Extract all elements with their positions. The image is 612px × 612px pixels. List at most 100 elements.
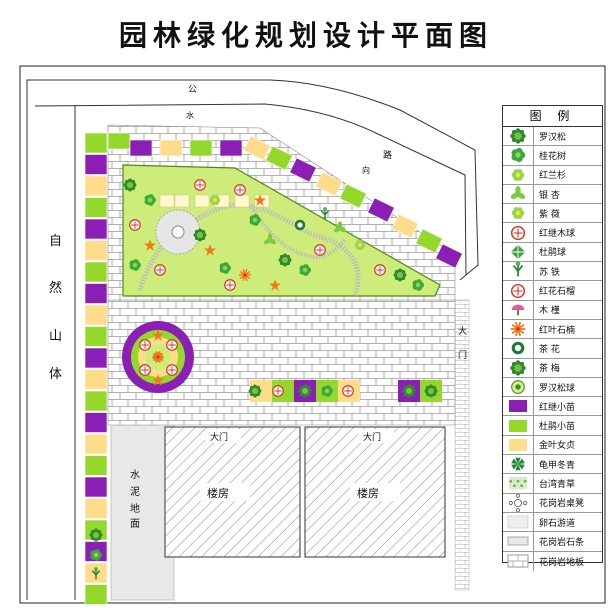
plant-symbol	[139, 339, 151, 351]
legend-item-label: 红花石榴	[539, 287, 576, 298]
hedge-block	[391, 213, 419, 239]
building-left-label-bg	[200, 483, 250, 501]
plant-symbol	[91, 567, 101, 580]
plant-symbol	[263, 233, 277, 245]
cement-char-2: 泥	[130, 485, 140, 498]
plant-symbol	[402, 384, 416, 398]
plant-symbol	[320, 207, 330, 220]
loropetalum-seedling-icon	[503, 397, 534, 416]
hedge-block	[159, 139, 183, 157]
hedge-block	[84, 326, 108, 347]
hedge-block	[84, 261, 108, 283]
hedge-blocks	[84, 132, 463, 605]
hedge-block	[84, 369, 108, 390]
cement-char-3: 地	[130, 502, 140, 515]
legend-item: 银 杏	[503, 184, 602, 205]
legend-item: 桂花树	[503, 146, 602, 166]
plant-symbol	[166, 364, 178, 376]
legend-item: 茶 花	[503, 339, 602, 359]
hedge-block	[84, 476, 108, 498]
legend-item: 苏 铁	[503, 262, 602, 282]
plant-symbol	[278, 253, 292, 267]
building-left-label: 楼房	[207, 486, 229, 500]
hedge-block	[289, 157, 317, 183]
cement-char-4: 面	[130, 519, 140, 530]
hibiscus-icon	[503, 300, 534, 319]
granite-table-icon	[503, 493, 534, 512]
legend-item-label: 杜鹃球	[539, 248, 567, 259]
road-edge-inner	[34, 103, 467, 276]
plant-symbol	[412, 279, 424, 291]
mountain-char-1: 自	[49, 234, 62, 249]
plant-symbol	[333, 221, 347, 233]
plant-symbol	[152, 374, 164, 386]
hedge-block	[174, 194, 190, 208]
loropetalum-ball-icon	[503, 223, 534, 242]
legend-item-label: 杜鹃小苗	[539, 422, 576, 433]
legend-item-label: 红继木球	[539, 229, 576, 240]
road-label-shui: 水	[186, 110, 194, 120]
cycad-icon	[503, 262, 534, 281]
ginkgo-icon	[503, 184, 534, 204]
building-right-label: 楼房	[357, 486, 379, 500]
osmanthus-tree-icon	[503, 146, 534, 165]
plant-symbol	[144, 239, 156, 251]
plant-symbol	[424, 384, 438, 398]
plant-symbol	[299, 264, 311, 276]
legend-item-label: 花岗岩地板	[539, 557, 585, 568]
road-edge-outer	[26, 79, 479, 281]
legend-item: 卵石游道	[503, 512, 602, 533]
red-fir-icon	[503, 165, 534, 184]
plant-symbol	[219, 262, 231, 274]
plant-symbol	[249, 214, 261, 226]
holly-icon	[503, 455, 534, 474]
plant-symbol	[89, 528, 103, 542]
hedge-block	[84, 154, 108, 175]
legend-item-label: 罗汉松球	[539, 383, 576, 394]
hedge-block	[339, 183, 367, 209]
hedge-block	[243, 135, 271, 161]
hedge-block	[84, 132, 108, 154]
plant-symbol	[393, 268, 407, 282]
legend-item-label: 花岗岩石条	[539, 537, 585, 548]
legend-item: 红花石榴	[503, 281, 602, 301]
legend-item: 花岗岩石条	[503, 532, 602, 552]
sasanqua-icon	[503, 358, 534, 377]
legend-item-label: 苏 铁	[539, 267, 560, 278]
plant-symbol	[224, 279, 236, 291]
legend-item: 花岗岩地板	[503, 551, 602, 571]
hedge-block	[194, 194, 210, 208]
legend-item: 花岗岩桌凳	[503, 493, 602, 513]
legend-item: 木 槿	[503, 300, 602, 320]
pebble-path-icon	[503, 512, 534, 532]
hedge-block	[84, 412, 108, 433]
legend-item-label: 茶 花	[539, 344, 560, 355]
plant-symbol	[194, 179, 206, 191]
legend-item: 罗汉松	[503, 127, 602, 147]
legend-item-label: 桂花树	[539, 151, 567, 162]
hedge-block	[415, 228, 443, 254]
crape-myrtle-icon	[503, 204, 534, 223]
hedge-block	[84, 455, 108, 476]
plant-symbol	[209, 195, 221, 205]
legend-item: 紫 薇	[503, 204, 602, 224]
golden-privet-icon	[503, 435, 534, 455]
road-label-north-gate: 向	[362, 165, 370, 175]
plant-symbol	[298, 384, 312, 398]
granite-table	[171, 225, 185, 239]
west-cement-strip	[110, 419, 175, 601]
plant-symbol	[354, 240, 366, 250]
azalea-seedling-icon	[503, 416, 534, 435]
legend-item: 茶 梅	[503, 358, 602, 378]
gate-right-bg	[358, 429, 394, 443]
hedge-block	[84, 498, 108, 519]
azalea-ball-icon	[503, 242, 534, 262]
plant-symbol	[239, 269, 251, 281]
legend-item-label: 木 槿	[539, 306, 560, 317]
legend-item: 红兰杉	[503, 165, 602, 185]
pebble-path-branch	[248, 203, 347, 260]
east-gate-char-2: 门	[458, 349, 467, 361]
plant-symbols	[89, 178, 438, 580]
hedge-block	[84, 197, 108, 218]
